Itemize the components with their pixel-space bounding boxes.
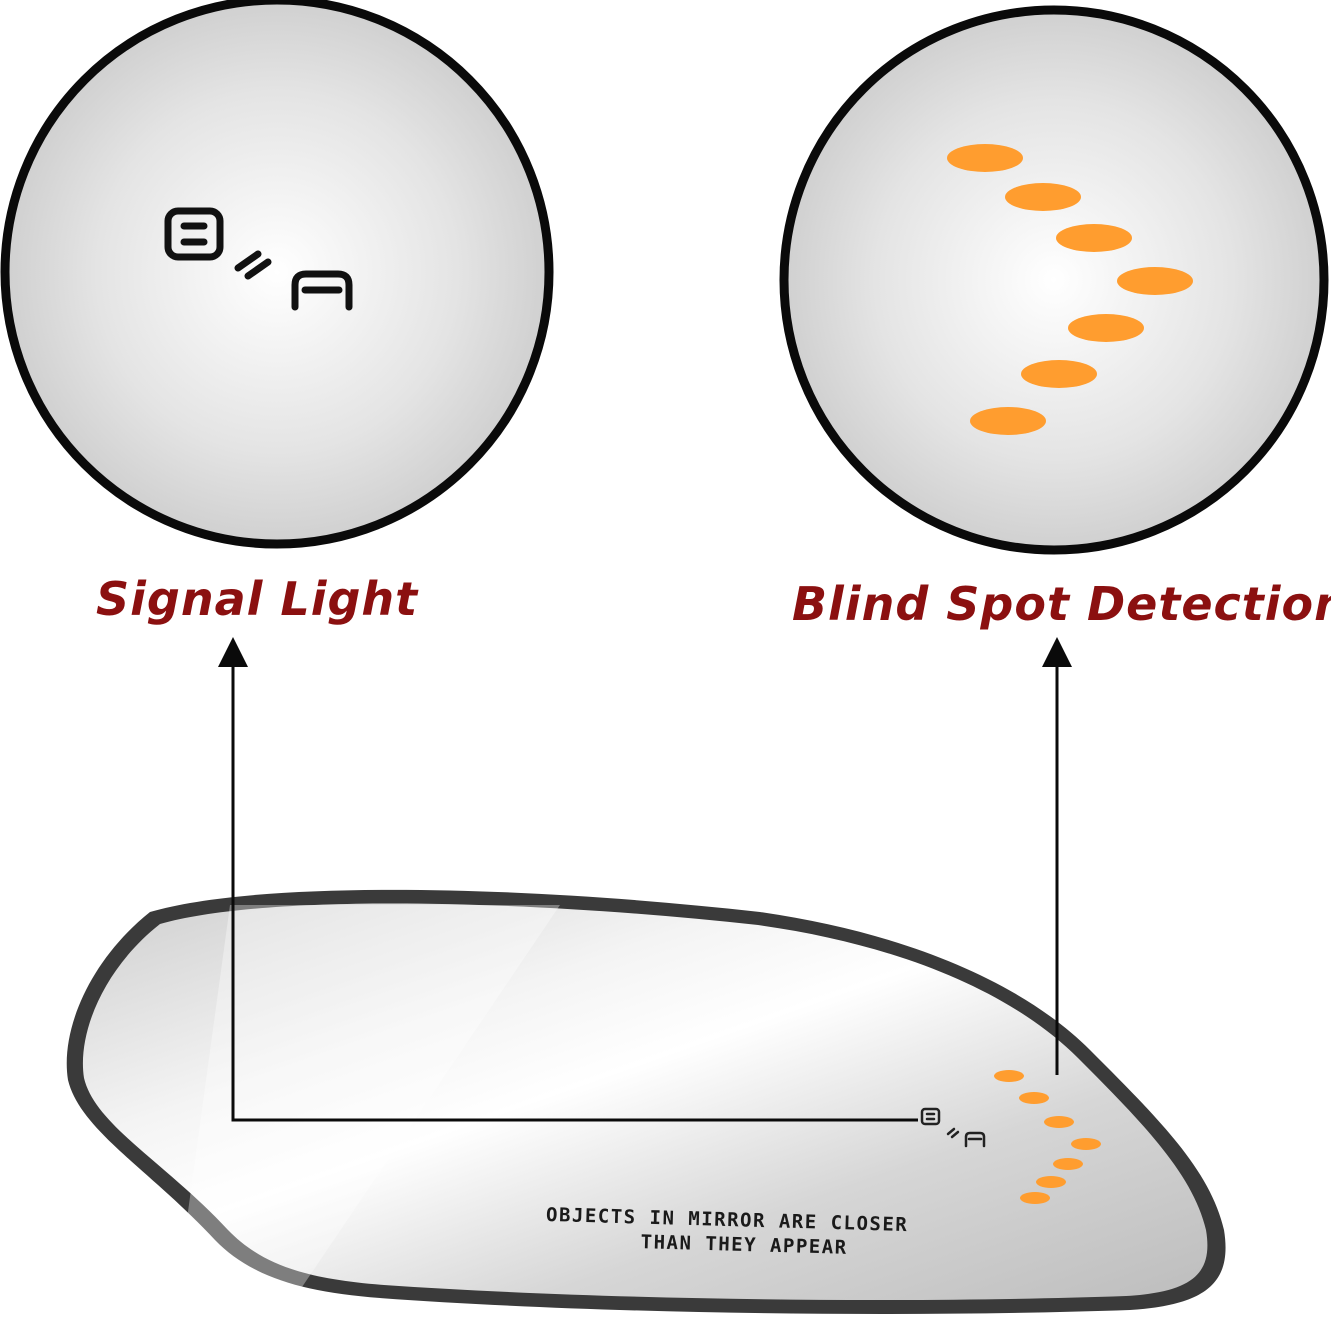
lens-indicator-dot-5 <box>1068 314 1144 342</box>
vehicle-signal-icon <box>164 207 353 311</box>
signal-light-callout <box>218 637 918 1122</box>
lens-indicator-dot-4 <box>1117 267 1193 295</box>
mirror-signal-icon <box>920 1107 986 1148</box>
mirror-glass: OBJECTS IN MIRROR ARE CLOSER THAN THEY A… <box>66 889 1226 1314</box>
signal-light-label: Signal Light <box>96 572 419 626</box>
mirror-blind-spot-icon <box>994 1070 1101 1204</box>
blind-spot-detection-label: Blind Spot Detection <box>792 577 1331 631</box>
mirror-indicator-dot-5 <box>1053 1158 1083 1170</box>
signal-light-lens <box>0 0 554 549</box>
blind-spot-chevron-icon <box>947 144 1193 435</box>
mirror-indicator-dot-3 <box>1044 1116 1074 1128</box>
mirror-indicator-dot-4 <box>1071 1138 1101 1150</box>
lens-indicator-dot-7 <box>970 407 1046 435</box>
mirror-indicator-dot-2 <box>1019 1092 1049 1104</box>
blind-spot-lens <box>779 5 1329 555</box>
lens-indicator-dot-2 <box>1005 183 1081 211</box>
lens-indicator-dot-1 <box>947 144 1023 172</box>
mirror-indicator-dot-7 <box>1020 1192 1050 1204</box>
lens-indicator-dot-6 <box>1021 360 1097 388</box>
mirror-indicator-dot-6 <box>1036 1176 1066 1188</box>
mirror-indicator-dot-1 <box>994 1070 1024 1082</box>
lens-indicator-dot-3 <box>1056 224 1132 252</box>
